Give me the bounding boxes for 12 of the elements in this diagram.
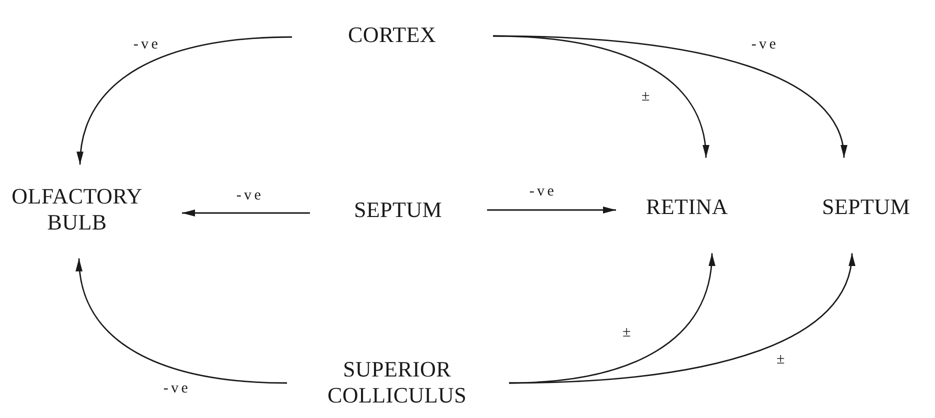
region-label: SEPTUM (822, 194, 910, 220)
region-label: CORTEX (348, 22, 436, 48)
arrow (487, 206, 616, 214)
region-label: RETINA (646, 194, 728, 220)
arrow (76, 258, 288, 384)
arrow (78, 36, 292, 165)
region-label: OLFACTORY BULB (7, 184, 147, 236)
arrow (492, 35, 846, 158)
region-label: SUPERIOR COLLICULUS (322, 356, 472, 410)
arrow (182, 210, 310, 216)
region-label: SEPTUM (354, 196, 442, 224)
arrow (508, 253, 854, 384)
